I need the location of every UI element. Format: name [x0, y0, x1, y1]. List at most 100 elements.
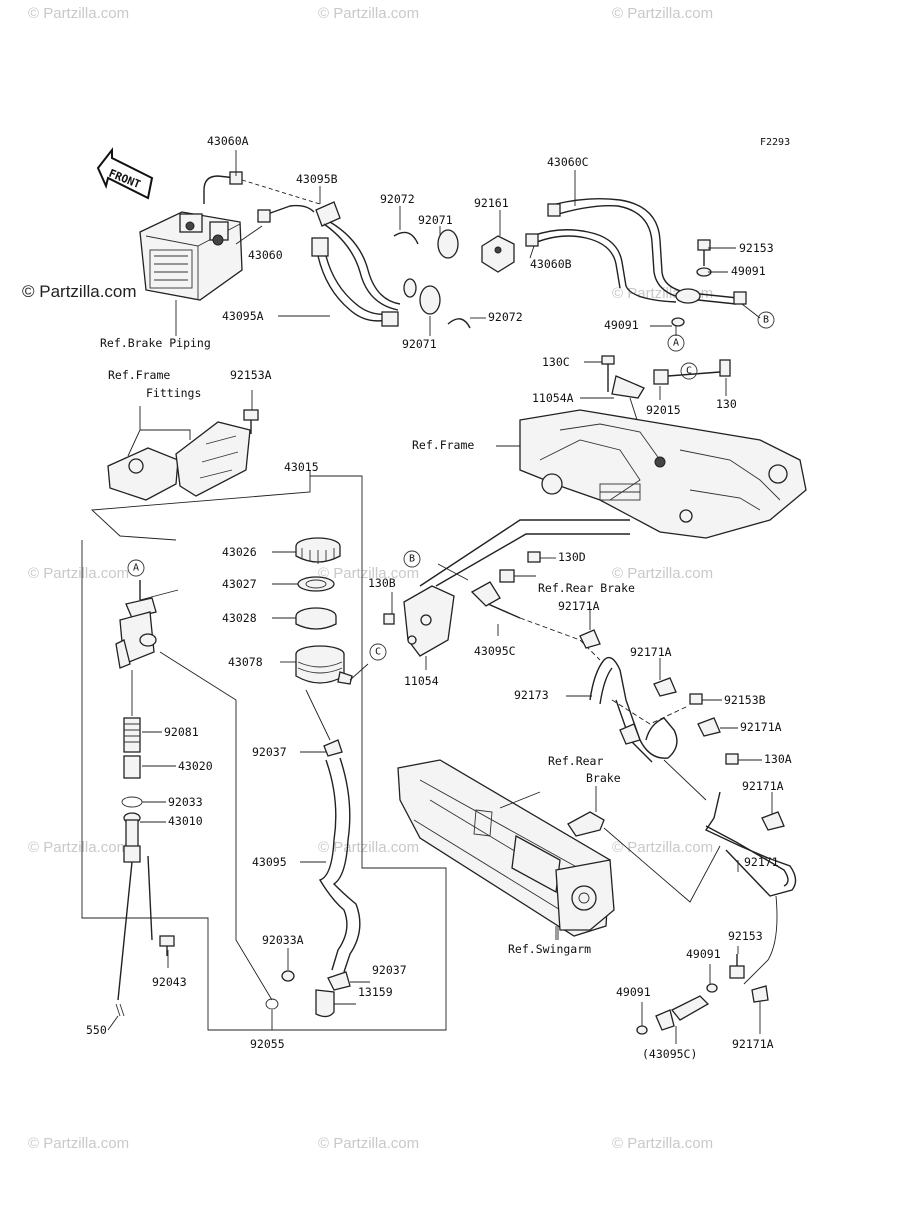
part-label: 130B: [368, 576, 396, 590]
part-label: 43027: [222, 577, 257, 591]
part-label: 43060C: [547, 155, 589, 169]
watermark: © Partzilla.com: [28, 565, 129, 582]
part-label: 550: [86, 1023, 107, 1037]
part-label: 92153: [728, 929, 763, 943]
master-cylinder-leaders: [107, 731, 176, 1031]
part-label: 92153B: [724, 693, 766, 707]
part-label: 43095: [252, 855, 287, 869]
watermark: © Partzilla.com: [612, 565, 713, 582]
bracket-top: [580, 355, 731, 461]
abs-unit: [139, 211, 243, 301]
ref-frame-fittings-label: Ref.Frame: [108, 368, 170, 382]
part-label: 49091: [616, 985, 651, 999]
part-label: 92161: [474, 196, 509, 210]
part-label: 92071: [402, 337, 437, 351]
part-label: 92171A: [740, 720, 782, 734]
part-label: 43095B: [296, 172, 338, 186]
bottom-right-fittings: [636, 946, 769, 1044]
ref-brake-piping-label: Ref.Brake Piping: [100, 336, 211, 350]
part-label: 92072: [488, 310, 523, 324]
part-label: 13159: [358, 985, 393, 999]
watermark: © Partzilla.com: [28, 839, 129, 856]
part-label: 92015: [646, 403, 681, 417]
part-label: 11054A: [532, 391, 574, 405]
watermark: © Partzilla.com: [28, 1135, 129, 1152]
watermark: © Partzilla.com: [612, 1135, 713, 1152]
part-label: 92171A: [558, 599, 600, 613]
figure-code: F2293: [760, 137, 790, 148]
partzilla-logo: © Partzilla.com: [22, 282, 137, 301]
ref-frame-label: Ref.Frame: [412, 438, 474, 452]
watermark: © Partzilla.com: [318, 5, 419, 22]
part-label: 43026: [222, 545, 257, 559]
part-label: 43015: [284, 460, 319, 474]
frame-fittings: [107, 390, 259, 501]
part-label: 92037: [252, 745, 287, 759]
ref-swingarm-label: Ref.Swingarm: [508, 942, 591, 956]
part-label: 92033: [168, 795, 203, 809]
part-label: 43095C: [474, 644, 516, 658]
master-cylinder: [115, 580, 179, 1017]
reservoir-stack: [295, 537, 369, 685]
part-label: 92072: [380, 192, 415, 206]
hose-fittings-bottom: [159, 651, 370, 1030]
part-label: 92071: [418, 213, 453, 227]
part-label: 92081: [164, 725, 199, 739]
part-label: 43060B: [530, 257, 572, 271]
watermark: © Partzilla.com: [612, 5, 713, 22]
part-label: 43078: [228, 655, 263, 669]
part-label: 92043: [152, 975, 187, 989]
part-label: 92171A: [732, 1037, 774, 1051]
watermark: © Partzilla.com: [28, 5, 129, 22]
part-label: 49091: [731, 264, 766, 278]
part-label: 92171A: [630, 645, 672, 659]
callout-a: [127, 559, 145, 577]
part-label: 43028: [222, 611, 257, 625]
part-label: 43010: [168, 814, 203, 828]
part-label: 130C: [542, 355, 570, 369]
part-label: 130D: [558, 550, 586, 564]
ref-rear-label: Ref.Rear: [548, 754, 603, 768]
master-cylinder-kit-outline: [81, 470, 447, 1031]
watermark: © Partzilla.com: [612, 839, 713, 856]
part-label: 92153: [739, 241, 774, 255]
circle-callouts: B A C B A C: [127, 311, 775, 661]
svg-text:A: A: [673, 338, 679, 349]
ref-frame-fittings-label-2: Fittings: [146, 386, 201, 400]
callout-b: [757, 311, 775, 329]
part-label: (43095C): [642, 1047, 697, 1061]
swingarm: [397, 759, 615, 940]
part-label: 92037: [372, 963, 407, 977]
part-label: 92171: [744, 855, 779, 869]
part-label: 130: [716, 397, 737, 411]
part-label: 43095A: [222, 309, 264, 323]
svg-text:C: C: [375, 647, 381, 658]
part-label: 130A: [764, 752, 792, 766]
svg-text:B: B: [409, 554, 415, 565]
part-labels: 43060A 43095B 92072 92071 92161 43060C 9…: [86, 134, 792, 1061]
part-label: 49091: [604, 318, 639, 332]
ref-rear-brake-label: Brake: [586, 771, 621, 785]
part-label: 11054: [404, 674, 439, 688]
part-label: 49091: [686, 947, 721, 961]
part-label: 92153A: [230, 368, 272, 382]
part-label: 92033A: [262, 933, 304, 947]
callout-b: [403, 550, 421, 568]
reservoir-hose: [300, 689, 361, 973]
watermark-layer: © Partzilla.com © Partzilla.com © Partzi…: [22, 5, 713, 1152]
part-label: 92055: [250, 1037, 285, 1051]
part-label: 92173: [514, 688, 549, 702]
leaders-top: [235, 150, 761, 336]
frame: [496, 409, 807, 539]
rear-brake-bracket: [567, 811, 605, 837]
callout-a: [667, 334, 685, 352]
part-label: 92171A: [742, 779, 784, 793]
part-label: 43020: [178, 759, 213, 773]
rear-brake-mount: [383, 519, 630, 670]
reservoir-leaders: [272, 551, 298, 663]
part-label: 43060: [248, 248, 283, 262]
part-label: Ref.Rear Brake: [538, 581, 635, 595]
callout-c: [680, 362, 698, 380]
rear-brake-clips: [579, 610, 785, 831]
